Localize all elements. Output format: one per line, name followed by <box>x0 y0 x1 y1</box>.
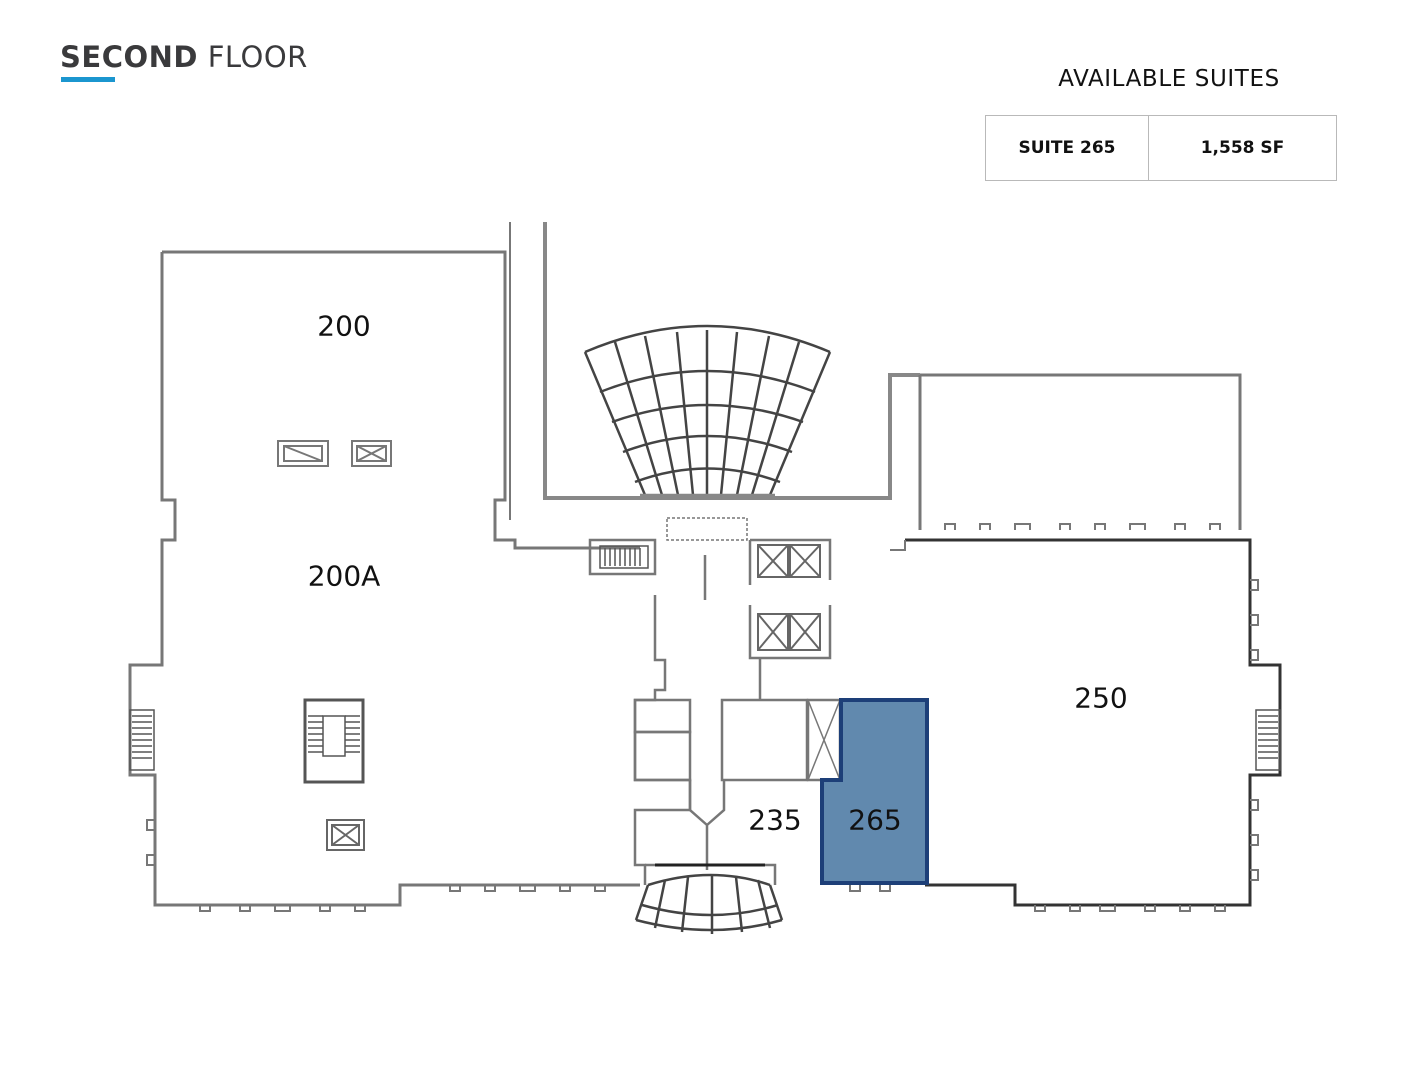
shaft-icon <box>277 440 392 467</box>
stair-icon <box>129 545 1281 784</box>
room-label-250[interactable]: 250 <box>1074 681 1128 715</box>
available-suites-heading: AVAILABLE SUITES <box>1058 66 1280 92</box>
room-label-235[interactable]: 235 <box>748 803 802 837</box>
entry-canopy-icon <box>634 873 784 934</box>
suite-200-outline <box>128 250 640 907</box>
floor-title-light: FLOOR <box>207 40 308 74</box>
room-label-200a[interactable]: 200A <box>307 559 381 593</box>
room-label-200[interactable]: 200 <box>317 309 371 343</box>
floor-title: SECOND FLOOR <box>60 40 308 74</box>
available-suites-table: SUITE 265 1,558 SF <box>985 115 1337 181</box>
suite-250-outline <box>905 538 1282 907</box>
title-accent-underline <box>61 77 115 82</box>
floor-title-bold: SECOND <box>60 40 198 74</box>
suite-265-highlight <box>820 698 929 885</box>
right-upper-block-outline <box>918 373 1242 530</box>
room-label-265[interactable]: 265 <box>848 803 902 837</box>
atrium-canopy-icon <box>583 324 832 497</box>
suite-size-cell: 1,558 SF <box>1200 138 1285 158</box>
suite-name-cell[interactable]: SUITE 265 <box>986 116 1149 180</box>
elevator-icon <box>326 544 821 851</box>
